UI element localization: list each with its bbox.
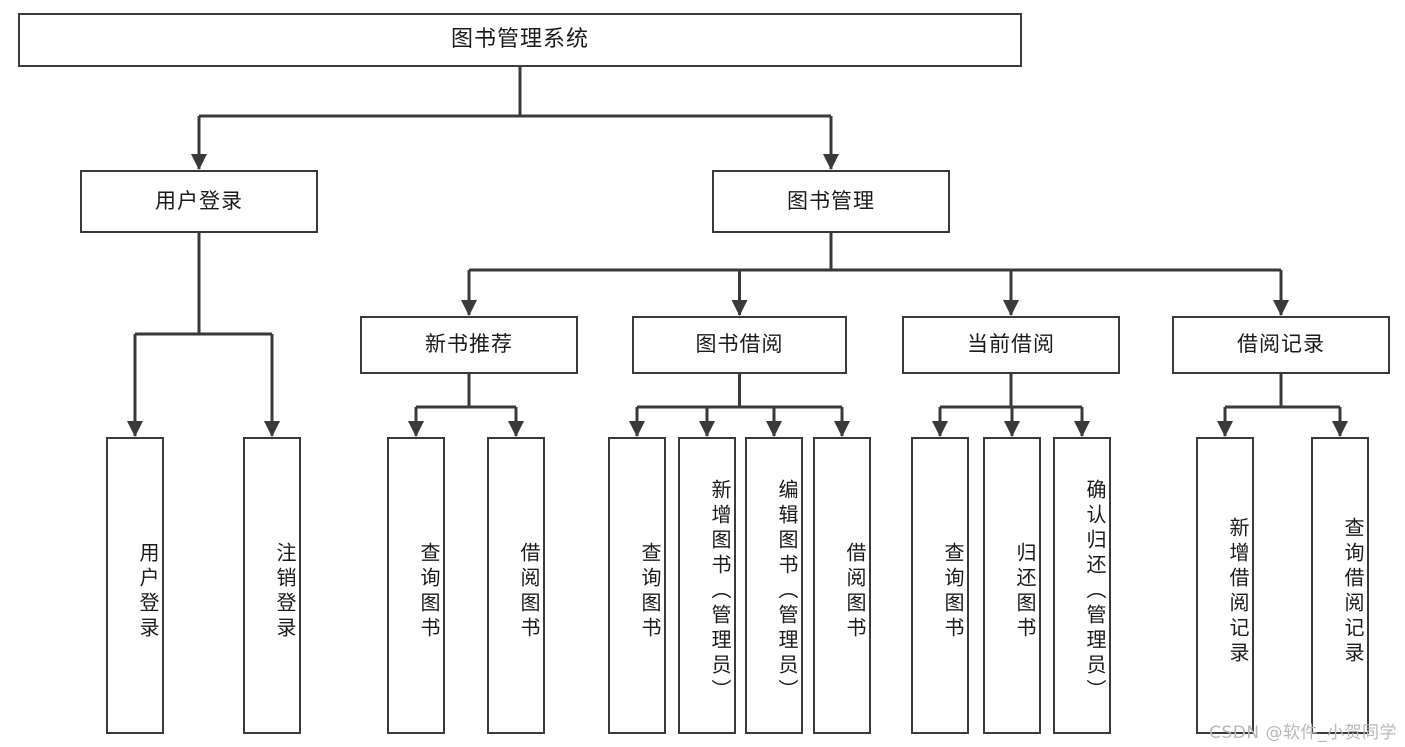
arrow-head — [1074, 421, 1090, 437]
node-leaf-return-book: 归还图书 — [983, 437, 1041, 734]
node-label: 用户登录 — [136, 541, 160, 642]
arrow-head — [1332, 421, 1348, 437]
node-label: 借阅图书 — [517, 541, 541, 642]
node-label: 借阅记录 — [1237, 332, 1325, 357]
node-label: 新书推荐 — [425, 332, 513, 357]
node-label: 查询图书 — [941, 541, 965, 642]
node-label: 查询图书 — [417, 541, 441, 642]
node-leaf-user-logout: 注销登录 — [243, 437, 301, 734]
node-label: 借阅图书 — [843, 541, 867, 642]
arrow-head — [508, 421, 524, 437]
arrow-head — [1003, 300, 1019, 316]
node-leaf-confirm-return: 确认归还（管理员） — [1053, 437, 1111, 734]
arrow-head — [834, 421, 850, 437]
node-label: 编辑图书（管理员） — [775, 479, 799, 704]
arrow-head — [699, 421, 715, 437]
node-label: 当前借阅 — [967, 332, 1055, 357]
node-label: 归还图书 — [1013, 541, 1037, 642]
arrow-head — [731, 300, 748, 316]
node-user-login: 用户登录 — [80, 170, 318, 233]
arrow-head — [1004, 421, 1020, 437]
node-leaf-user-login: 用户登录 — [106, 437, 164, 734]
arrow-head — [264, 421, 280, 437]
node-leaf-query-book-1: 查询图书 — [387, 437, 445, 734]
node-leaf-add-record: 新增借阅记录 — [1196, 437, 1254, 734]
node-label: 用户登录 — [155, 188, 243, 213]
node-leaf-borrow-book-1: 借阅图书 — [487, 437, 545, 734]
node-leaf-query-record: 查询借阅记录 — [1311, 437, 1369, 734]
node-label: 图书管理系统 — [450, 26, 589, 52]
node-new-book-rec: 新书推荐 — [360, 316, 578, 374]
node-root: 图书管理系统 — [18, 13, 1022, 67]
node-leaf-add-book: 新增图书（管理员） — [678, 437, 736, 734]
node-label: 查询借阅记录 — [1341, 516, 1365, 667]
node-label: 新增图书（管理员） — [708, 479, 732, 704]
arrow-head — [1273, 300, 1289, 316]
node-leaf-borrow-book-2: 借阅图书 — [813, 437, 871, 734]
arrow-head — [766, 421, 782, 437]
watermark-label: CSDN @软件_小贺同学 — [1209, 723, 1397, 743]
node-current-borrow: 当前借阅 — [902, 316, 1120, 374]
arrow-head — [1217, 421, 1233, 437]
node-leaf-edit-book: 编辑图书（管理员） — [745, 437, 803, 734]
node-label: 图书借阅 — [695, 332, 784, 357]
node-label: 查询图书 — [638, 541, 662, 642]
arrow-head — [823, 154, 839, 170]
node-label: 确认归还（管理员） — [1083, 479, 1107, 704]
arrow-head — [629, 421, 645, 437]
arrow-head — [127, 421, 143, 437]
node-label: 新增借阅记录 — [1226, 516, 1250, 667]
arrow-head — [191, 154, 207, 170]
node-label: 注销登录 — [273, 541, 297, 642]
node-borrow-record: 借阅记录 — [1172, 316, 1390, 374]
arrow-head — [932, 421, 948, 437]
node-book-mgmt: 图书管理 — [712, 170, 950, 233]
node-leaf-query-book-2: 查询图书 — [608, 437, 666, 734]
arrow-head — [461, 300, 477, 316]
node-leaf-query-book-3: 查询图书 — [911, 437, 969, 734]
node-label: 图书管理 — [787, 188, 875, 213]
arrow-head — [408, 421, 424, 437]
node-book-borrow: 图书借阅 — [632, 316, 847, 374]
